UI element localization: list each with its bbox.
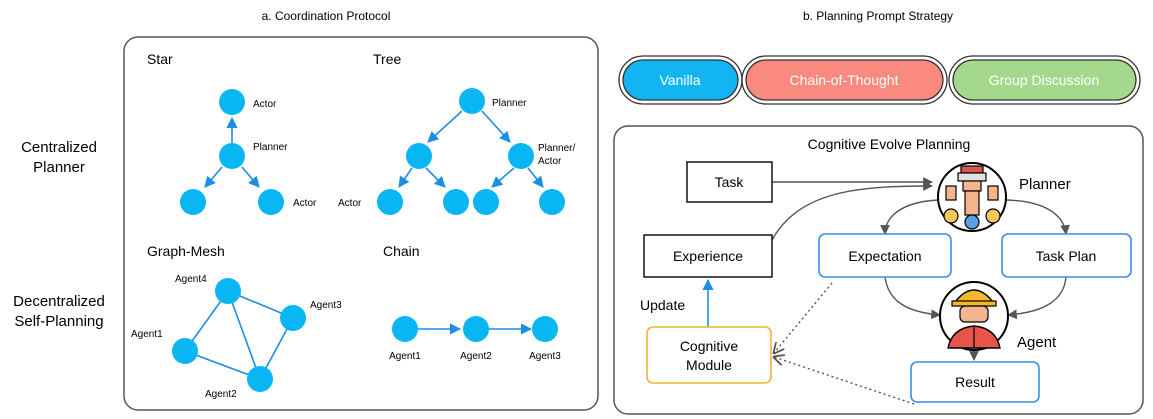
mesh-node-agent1 [172,338,198,364]
right-panel-caption: b. Planning Prompt Strategy [803,9,953,23]
tree-title: Tree [373,51,401,67]
tree-topology: Tree Planner Planner/ Actor Actor [338,51,575,215]
chain-label-agent1: Agent1 [389,351,421,362]
expectation-box [818,233,952,278]
tree-node-ll [377,189,403,215]
strategy-cot-label: Chain-of-Thought [790,72,899,88]
mesh-node-agent2 [247,366,273,392]
tree-node-rl [473,189,499,215]
cognitive-module-box [646,326,772,384]
task-plan-label: Task Plan [1036,248,1097,264]
strategy-cot [745,59,944,101]
tree-node-rr [539,189,565,215]
star-label-top-actor: Actor [253,99,277,110]
star-topology: Star Actor Planner Actor [147,51,317,215]
planner-label: Planner [1019,176,1071,193]
tree-edge-root-to-left [427,110,463,143]
dotted-expectation-to-module [774,282,833,353]
tree-node-left [406,143,432,169]
tree-label-left-actor: Actor [338,198,362,209]
strategy-group-label: Group Discussion [989,72,1100,88]
tree-node-lr [443,189,469,215]
experience-box [643,234,773,278]
cognitive-evolve-panel [613,125,1144,415]
star-label-planner: Planner [253,142,288,153]
dotted-result-to-module [774,357,915,405]
star-node-planner [219,143,245,169]
experience-label: Experience [673,248,743,264]
arrow-planner-to-expectation [880,199,945,235]
tree-edge-left-to-lr [425,167,446,188]
task-plan-box [1001,233,1132,278]
strategy-cot-outer [741,55,948,105]
result-box [910,361,1040,403]
mesh-node-agent4 [215,278,241,304]
row-label-decentralized-line1: Decentralized [13,293,105,310]
chain-label-agent3: Agent3 [529,351,561,362]
strategy-vanilla [622,59,739,101]
star-node-top-actor [219,89,245,115]
mesh-label-agent1: Agent1 [131,329,163,340]
tree-label-sub-line1: Planner/ [538,143,575,154]
mesh-label-agent2: Agent2 [205,389,237,400]
arrow-planner-to-taskplan [1001,199,1070,235]
star-node-right-actor [258,189,284,215]
cognitive-module-line1: Cognitive [680,338,739,354]
row-label-centralized-line2: Planner [33,159,85,176]
tree-edge-left-to-ll [398,167,413,188]
row-label-centralized-line1: Centralized [21,139,97,156]
update-label: Update [640,297,685,313]
mesh-topology: Graph-Mesh Agent4 Agent3 Agent1 Agent2 [131,243,342,400]
chain-label-agent2: Agent2 [460,351,492,362]
star-edge-planner-to-left-actor [204,166,223,188]
strategy-group-outer [948,55,1141,105]
tree-edge-root-to-right [481,110,511,143]
cognitive-module-line2: Module [686,357,732,373]
mesh-edge-a1-a2 [184,350,261,380]
arrow-expectation-to-agent [884,276,941,320]
mesh-node-agent3 [280,305,306,331]
strategy-vanilla-label: Vanilla [660,72,701,88]
agent-icon [939,281,1009,351]
left-panel-caption: a. Coordination Protocol [262,9,391,23]
planner-icon [937,162,1007,232]
mesh-edge-a4-a2 [227,290,261,380]
row-label-decentralized-line2: Self-Planning [14,313,103,330]
chain-title: Chain [383,243,420,259]
chain-node-agent1 [392,316,418,342]
coordination-protocol-panel [123,36,599,411]
tree-label-sub-line2: Actor [538,156,562,167]
agent-label: Agent [1017,334,1057,351]
tree-edge-right-to-rr [527,167,544,188]
strategy-pills: Vanilla Chain-of-Thought Group Discussio… [618,55,1141,105]
strategy-group [952,59,1137,101]
tree-node-root [459,88,485,114]
mesh-label-agent3: Agent3 [310,300,342,311]
tree-node-right [508,143,534,169]
chain-node-agent2 [463,316,489,342]
tree-label-root: Planner [492,98,527,109]
expectation-label: Expectation [848,248,921,264]
task-label: Task [715,174,745,190]
star-edge-planner-to-right-actor [241,166,260,188]
mesh-title: Graph-Mesh [147,243,225,259]
tree-edge-right-to-rl [491,167,515,188]
arrow-experience-to-planner [771,181,933,241]
task-box [686,161,773,203]
cep-title: Cognitive Evolve Planning [808,136,971,152]
chain-topology: Chain Agent1 Agent2 Agent3 [383,243,561,362]
result-label: Result [955,374,995,390]
chain-node-agent3 [532,316,558,342]
mesh-label-agent4: Agent4 [175,274,207,285]
star-node-left-actor [180,189,206,215]
star-label-right-actor: Actor [293,198,317,209]
arrow-taskplan-to-agent [1007,276,1067,320]
star-title: Star [147,51,173,67]
